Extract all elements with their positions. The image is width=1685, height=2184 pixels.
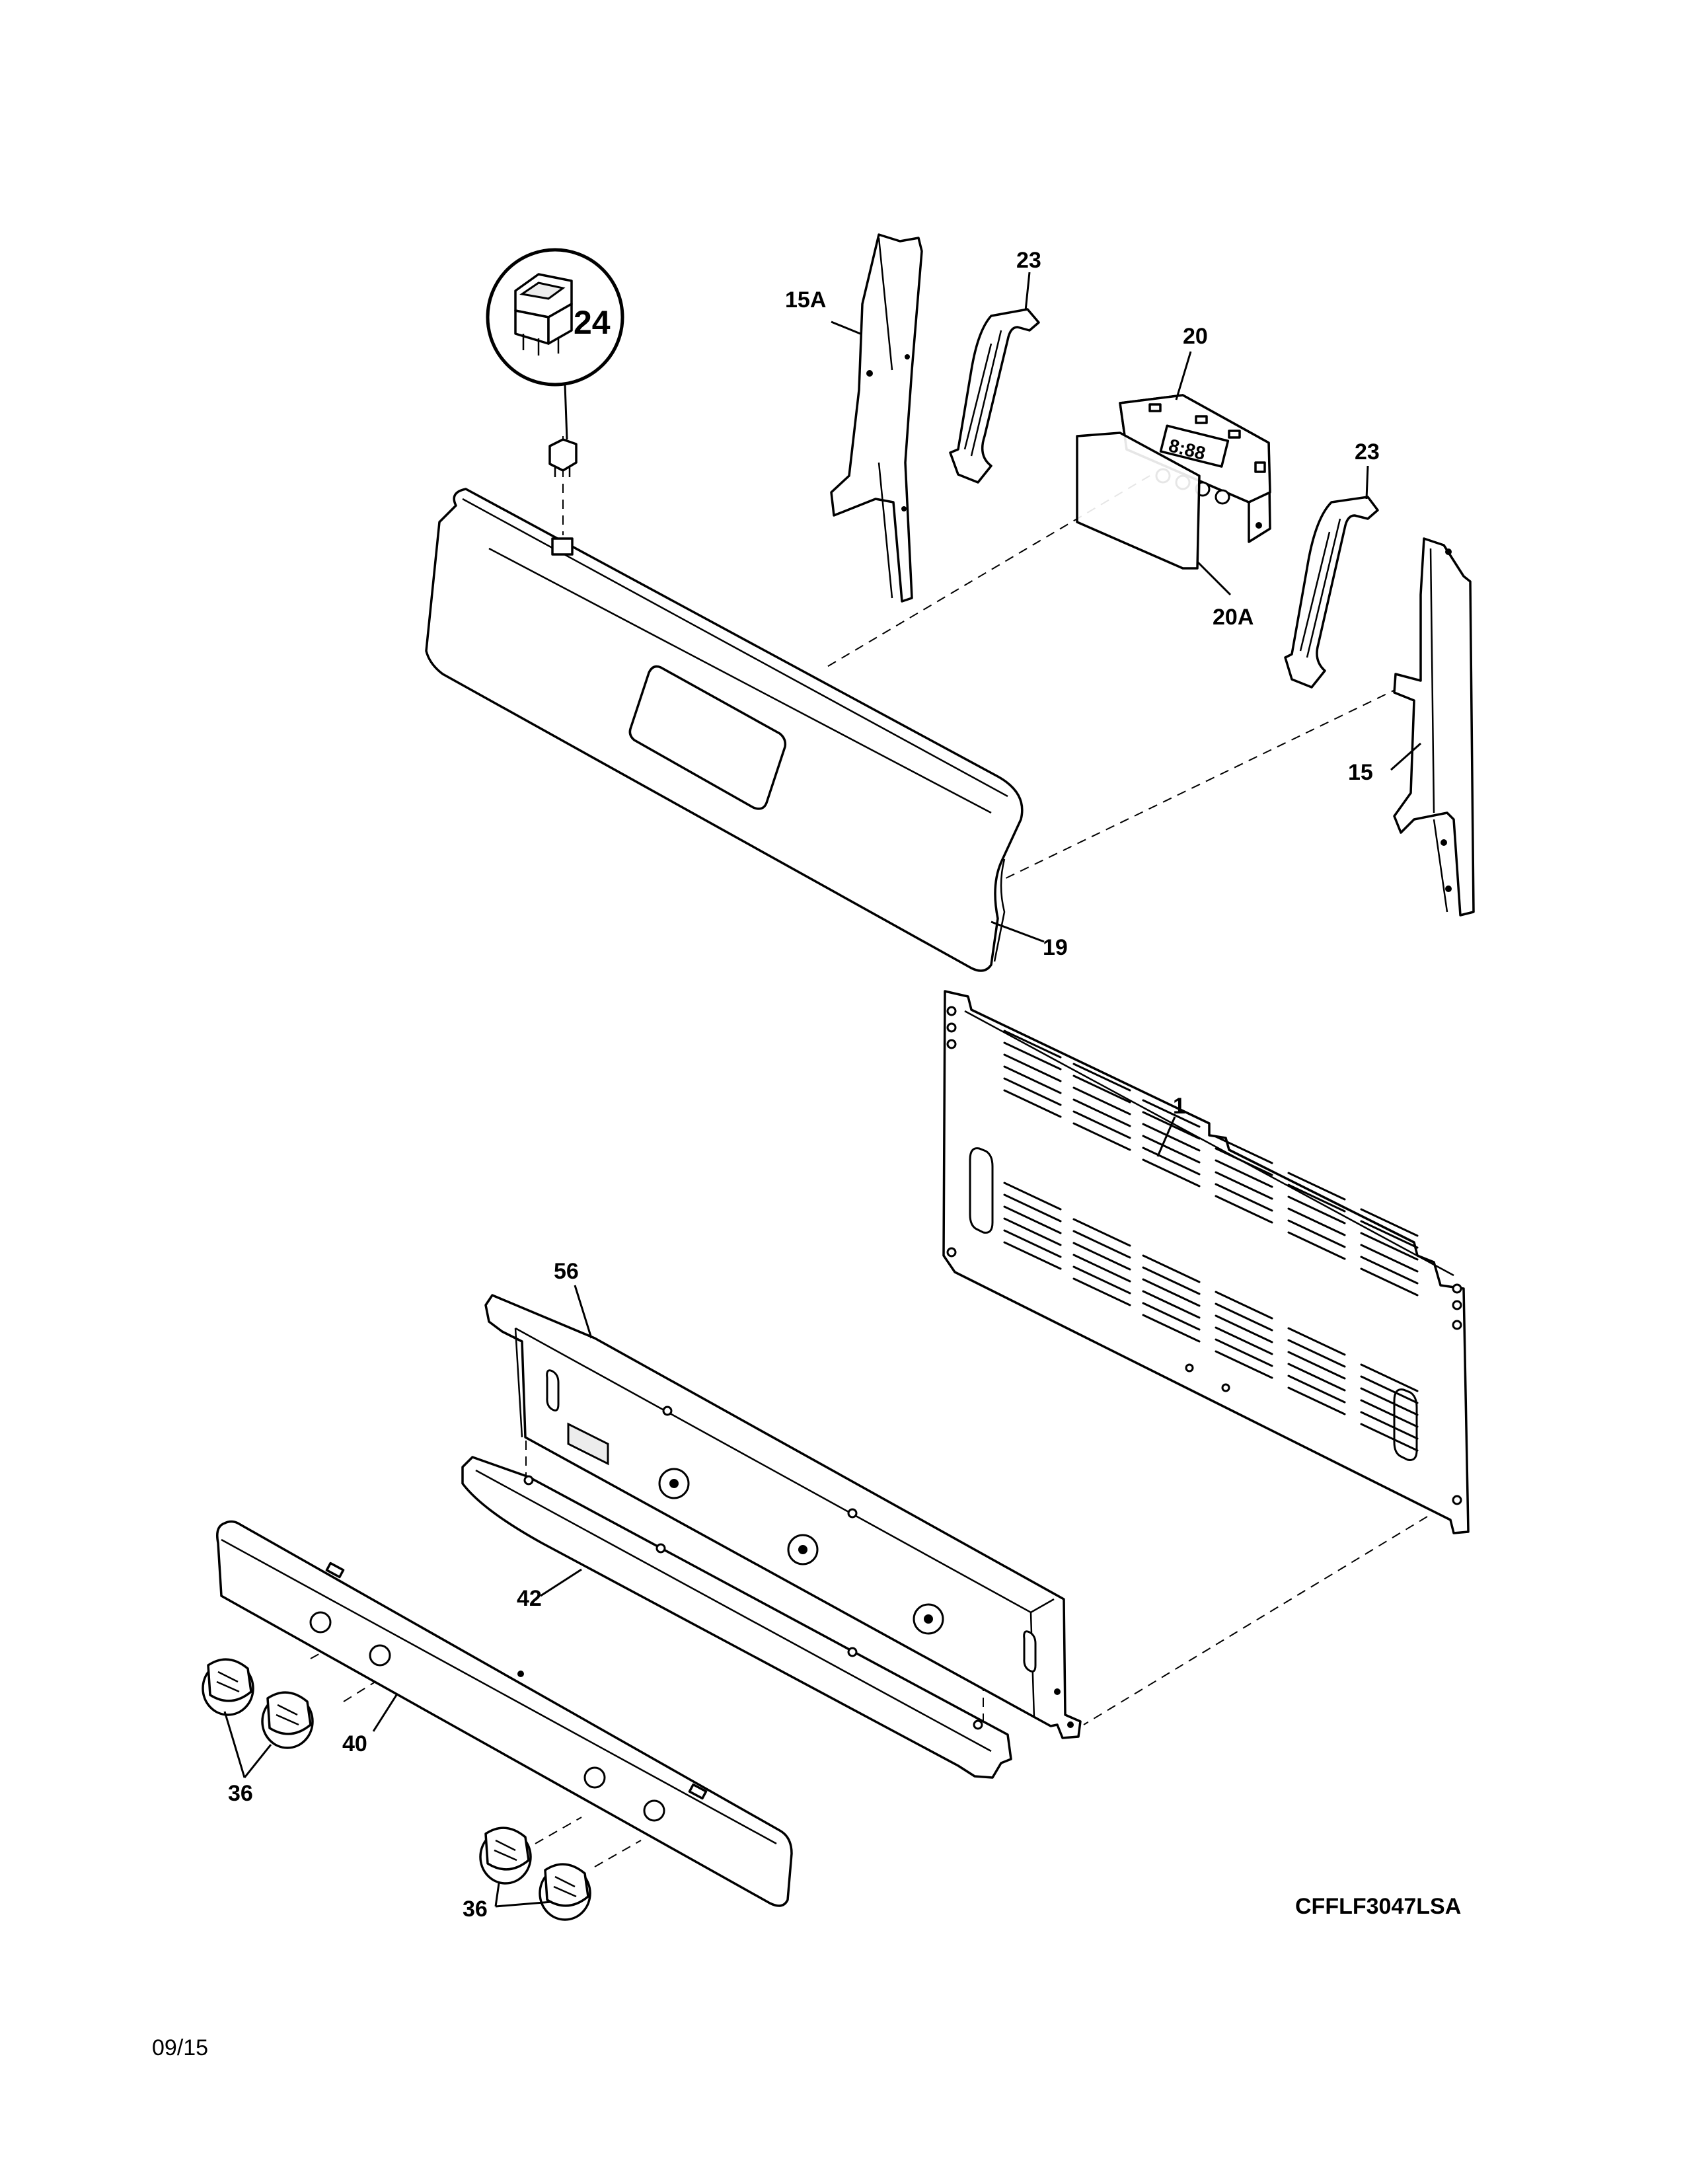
control-overlay: 20A [1076, 432, 1254, 630]
knob-3 [479, 1826, 532, 1885]
callout-56: 56 [554, 1259, 579, 1284]
callout-23-left: 23 [1016, 248, 1041, 273]
control-panel-backguard: 19 [425, 488, 1068, 972]
callout-36-right: 36 [463, 1897, 488, 1922]
rocker-switch-detail: 24 [486, 248, 624, 477]
callout-36-left: 36 [228, 1781, 253, 1806]
vented-rear-panel: 1 [942, 990, 1470, 1534]
knob-1 [202, 1658, 254, 1716]
model-number: CFFLF3047LSA [1295, 1894, 1461, 1919]
revision-date: 09/15 [152, 2035, 208, 2060]
left-end-bracket: 15A [785, 233, 923, 603]
knob-panel: 40 [216, 1520, 793, 1907]
callout-20: 20 [1183, 324, 1208, 349]
right-end-bracket: 15 [1348, 537, 1475, 917]
left-trim-clip: 23 [949, 248, 1041, 484]
callout-19: 19 [1043, 935, 1068, 960]
right-trim-clip: 23 [1284, 439, 1380, 689]
callout-20A: 20A [1213, 605, 1254, 630]
electronic-oven-control: 8:88 20 [1119, 324, 1271, 543]
callout-42: 42 [517, 1586, 542, 1611]
lower-louvers [1003, 1182, 1419, 1452]
callout-15A: 15A [785, 287, 826, 313]
manifold-trim-strip: 42 [461, 1456, 1012, 1779]
knob-4 [539, 1863, 591, 1921]
callout-40: 40 [342, 1731, 367, 1756]
callout-15: 15 [1348, 760, 1373, 785]
callout-1: 1 [1173, 1094, 1185, 1119]
control-knobs: 36 36 [202, 1658, 591, 1922]
callout-24: 24 [574, 304, 611, 341]
upper-louvers [1003, 1030, 1419, 1297]
manifold-panel: 56 [484, 1259, 1082, 1739]
knob-2 [261, 1691, 314, 1749]
callout-23-right: 23 [1355, 439, 1380, 465]
